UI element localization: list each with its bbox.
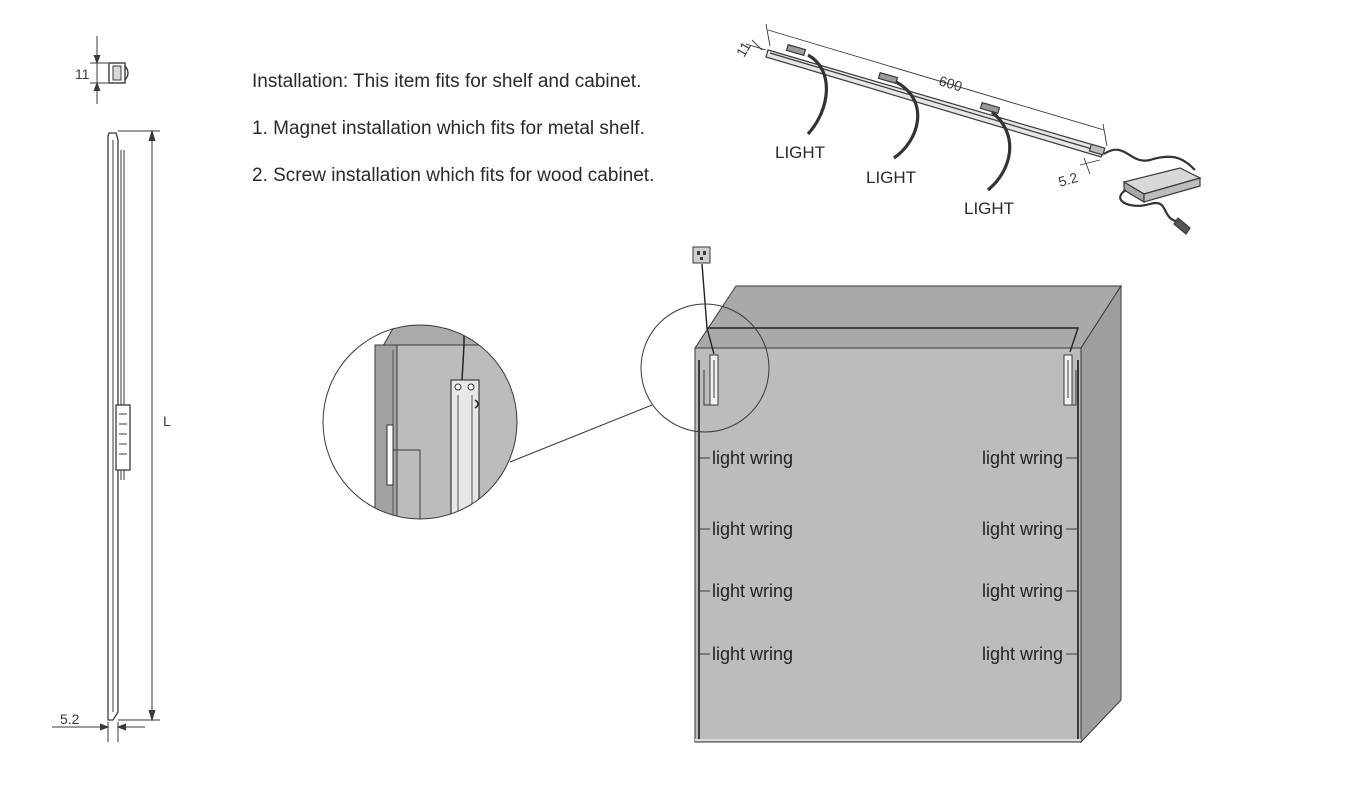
cabinet-side-face	[1080, 284, 1122, 744]
top-wiring	[701, 263, 1079, 353]
installation-step-1: 1. Magnet installation which fits for me…	[252, 118, 645, 139]
right-wiring-label-4: light wring	[982, 644, 1063, 664]
bar-width-dim: 5.2	[1056, 169, 1079, 190]
plug-cord	[1119, 189, 1181, 224]
plug-icon	[1173, 217, 1191, 235]
light-bar-kit	[745, 23, 1202, 235]
left-wiring-label-1: light wring	[712, 448, 793, 468]
light-cable-3	[986, 110, 1012, 192]
profile-width-dim: 5.2	[60, 711, 80, 727]
cabinet-illustration	[692, 246, 1122, 744]
profile-length-dim: L	[163, 413, 171, 429]
light-label-2: LIGHT	[866, 168, 916, 187]
light-label-1: LIGHT	[775, 143, 825, 162]
cabinet-top-face	[694, 285, 1122, 349]
light-cable-2	[893, 80, 920, 160]
right-wiring-label-1: light wring	[982, 448, 1063, 468]
cabinet-light-bar-right	[1063, 354, 1077, 406]
zoom-circle	[322, 324, 518, 520]
profile-end-view	[90, 36, 129, 104]
left-wiring-label-4: light wring	[712, 644, 793, 664]
power-driver-box	[1122, 167, 1202, 204]
right-wiring-label-3: light wring	[982, 581, 1063, 601]
detail-callout	[322, 303, 770, 520]
installation-title: Installation: This item fits for shelf a…	[252, 71, 641, 92]
bar-length-dim: 600	[937, 73, 964, 95]
light-label-3: LIGHT	[964, 199, 1014, 218]
callout-leader-line	[509, 404, 653, 463]
zoom-detail	[323, 325, 517, 519]
light-cable-1	[806, 53, 828, 136]
left-wiring-label-2: light wring	[712, 519, 793, 539]
profile-height-dim: 11	[75, 66, 90, 82]
installation-step-2: 2. Screw installation which fits for woo…	[252, 165, 654, 186]
power-cord	[1103, 148, 1196, 171]
cabinet-light-bar-left	[703, 354, 719, 406]
wall-outlet-icon	[692, 246, 711, 264]
right-wiring-label-2: light wring	[982, 519, 1063, 539]
cabinet-front-face	[694, 347, 1082, 743]
callout-source-circle	[640, 303, 770, 433]
bar-depth-dim: 11	[733, 39, 754, 60]
left-wiring-label-3: light wring	[712, 581, 793, 601]
light-bar	[765, 43, 1106, 158]
profile-side-view	[52, 36, 160, 742]
